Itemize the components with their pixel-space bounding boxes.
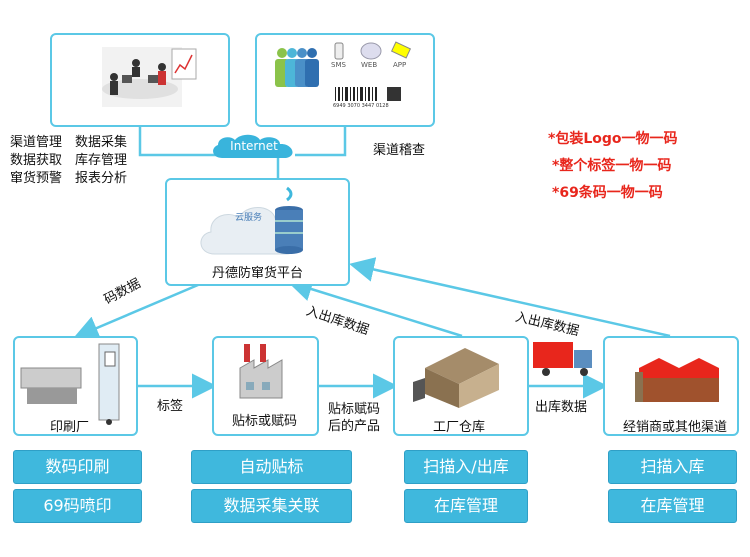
btn-warehouse-inventory[interactable]: 在库管理 (404, 489, 528, 523)
node-warehouse: 工厂仓库 (393, 336, 529, 436)
warehouse-icon (413, 348, 499, 408)
btn-scan-in-out[interactable]: 扫描入/出库 (404, 450, 528, 484)
feature-channel-mgmt: 渠道管理 (10, 135, 63, 150)
node-warehouse-title: 工厂仓库 (433, 420, 486, 435)
node-dealer-title: 经销商或其他渠道 (623, 420, 728, 435)
arrow-dealer-platform (349, 257, 671, 338)
node-printer-title: 印刷厂 (50, 420, 90, 435)
people-devices-illustration (275, 41, 412, 101)
cloud-service-label: 云服务 (235, 213, 263, 223)
edge-labeled-product-2: 后的产品 (328, 419, 381, 434)
tag-app: APP (393, 61, 407, 69)
feature-diversion-alert: 窜货预警 (10, 171, 63, 186)
office-illustration-box (50, 33, 230, 127)
node-labeling: 贴标或赋码 (212, 336, 319, 436)
factory-icon (239, 344, 283, 399)
feature-inventory-mgmt: 库存管理 (75, 153, 128, 168)
internet-label: Internet (230, 139, 278, 153)
feature-data-acquisition: 数据获取 (10, 153, 63, 168)
arrow-warehouse-platform (287, 277, 463, 338)
btn-69-inkjet[interactable]: 69码喷印 (13, 489, 142, 523)
feature-red-label: *整个标签一物一码 (552, 158, 672, 174)
channel-inspection-box: SMS WEB APP 6949 3070 3447 0128 (255, 33, 435, 127)
btn-dealer-inventory[interactable]: 在库管理 (608, 489, 737, 523)
btn-auto-labeling[interactable]: 自动贴标 (191, 450, 352, 484)
channel-inspection-caption: 渠道稽查 (373, 143, 426, 158)
feature-red-logo: *包装Logo一物一码 (548, 131, 678, 147)
feature-data-collection: 数据采集 (75, 135, 128, 150)
edge-labeled-product-1: 贴标赋码 (328, 402, 381, 417)
internet-cloud: Internet (208, 132, 300, 162)
edge-out-data: 出库数据 (535, 400, 588, 415)
btn-scan-in[interactable]: 扫描入库 (608, 450, 737, 484)
feature-red-69: *69条码一物一码 (552, 185, 663, 201)
platform-box: 云服务 丹德防窜货平台 (165, 178, 350, 286)
office-illustration (102, 47, 197, 107)
arrow-platform-printer (73, 280, 206, 340)
cloud-server-icon (200, 186, 303, 255)
node-dealer: 经销商或其他渠道 (603, 336, 739, 436)
tag-sms: SMS (331, 61, 346, 69)
printer-icon (20, 343, 120, 425)
cloud-icon (213, 134, 293, 158)
node-printer: 印刷厂 (13, 336, 138, 436)
node-labeling-title: 贴标或赋码 (232, 414, 298, 429)
dealer-building-icon (635, 358, 719, 402)
btn-data-collection-link[interactable]: 数据采集关联 (191, 489, 352, 523)
platform-title: 丹德防窜货平台 (211, 266, 303, 281)
edge-label: 标签 (157, 399, 184, 414)
feature-report-analysis: 报表分析 (75, 171, 128, 186)
barcode-number: 6949 3070 3447 0128 (333, 103, 389, 109)
tag-web: WEB (361, 61, 378, 69)
btn-digital-printing[interactable]: 数码印刷 (13, 450, 142, 484)
